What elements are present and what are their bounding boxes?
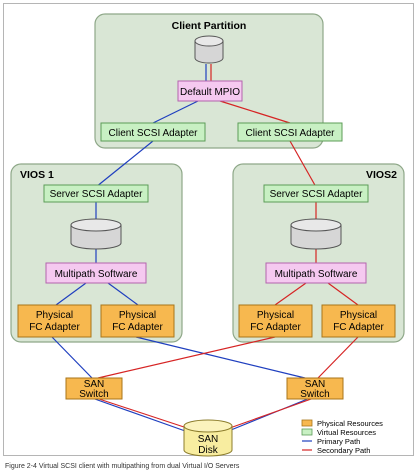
vios2-fc-adapter-left-line1: Physical bbox=[257, 310, 294, 321]
vios1-multipath-software-box bbox=[45, 262, 147, 284]
vios1-fc-adapter-left-line2: FC Adapter bbox=[29, 322, 80, 333]
vios1-partition-title: VIOS 1 bbox=[20, 169, 54, 181]
vios2-server-scsi-adapter-label: Server SCSI Adapter bbox=[270, 189, 363, 200]
primary-path-mpio-adapter bbox=[152, 100, 199, 124]
secondary-path-vios2-mp-fc2 bbox=[327, 282, 359, 306]
san-disk-line1: SAN bbox=[198, 434, 219, 445]
primary-path-fc2-right-switch bbox=[135, 336, 306, 379]
client-scsi-adapter-left-label: Client SCSI Adapter bbox=[109, 128, 199, 139]
secondary-path-fc2-right-switch bbox=[317, 336, 359, 379]
san-switch-right-line2: Switch bbox=[300, 389, 329, 400]
vios1-server-scsi-adapter bbox=[43, 184, 149, 203]
vios1-disk-icon bbox=[70, 218, 122, 250]
legend-physical-label: Physical Resources bbox=[317, 419, 383, 428]
vios2-partition-box bbox=[232, 163, 405, 343]
client-partition-title: Client Partition bbox=[172, 20, 247, 32]
client-scsi-adapter-right-label: Client SCSI Adapter bbox=[246, 128, 336, 139]
vios2-fc-adapter-right-line1: Physical bbox=[340, 310, 377, 321]
san-disk-line2: Disk bbox=[198, 445, 218, 456]
secondary-path-client-vios2 bbox=[289, 140, 317, 188]
vios1-fc-adapter-left bbox=[17, 304, 92, 338]
legend-virtual-label: Virtual Resources bbox=[317, 428, 376, 437]
san-switch-left-line2: Switch bbox=[79, 389, 108, 400]
san-switch-right-line1: SAN bbox=[305, 379, 326, 390]
default-mpio-box bbox=[177, 80, 243, 102]
vios2-multipath-software-label: Multipath Software bbox=[275, 269, 358, 280]
default-mpio-label: Default MPIO bbox=[180, 87, 240, 98]
primary-path-left-switch-disk bbox=[91, 397, 189, 433]
vios2-fc-adapter-right bbox=[321, 304, 396, 338]
vios2-multipath-software-box bbox=[265, 262, 367, 284]
secondary-path-fc1-left-switch bbox=[97, 336, 276, 379]
client-scsi-adapter-right bbox=[237, 122, 343, 142]
client-disk-icon bbox=[194, 35, 224, 64]
vios2-fc-adapter-left-line2: FC Adapter bbox=[250, 322, 301, 333]
vios1-fc-adapter-right-line2: FC Adapter bbox=[112, 322, 163, 333]
secondary-path-right-switch-disk bbox=[226, 397, 315, 430]
vios1-fc-adapter-right-line1: Physical bbox=[119, 310, 156, 321]
secondary-path-mpio-adapter bbox=[219, 100, 291, 124]
vios2-disk-icon bbox=[290, 218, 342, 250]
vios1-multipath-software-label: Multipath Software bbox=[55, 269, 138, 280]
vios2-partition-title: VIOS2 bbox=[366, 169, 397, 181]
primary-path-client-vios1 bbox=[95, 140, 154, 188]
secondary-path-left-switch-disk bbox=[95, 397, 191, 430]
figure-caption: Figure 2-4 Virtual SCSI client with mult… bbox=[5, 463, 240, 470]
vios2-server-scsi-adapter bbox=[263, 184, 369, 203]
primary-path-right-switch-disk bbox=[225, 397, 311, 433]
legend-virtual-swatch bbox=[301, 428, 313, 436]
vios2-fc-adapter-right-line2: FC Adapter bbox=[333, 322, 384, 333]
san-switch-left-line1: SAN bbox=[84, 379, 105, 390]
primary-path-fc1-left-switch bbox=[51, 336, 93, 379]
primary-path-vios1-mp-fc2 bbox=[107, 282, 139, 306]
legend-physical-swatch bbox=[301, 419, 313, 427]
legend-secondary-label: Secondary Path bbox=[317, 446, 370, 455]
secondary-path-vios2-mp-fc1 bbox=[274, 282, 307, 306]
client-scsi-adapter-left bbox=[100, 122, 206, 142]
vios1-fc-adapter-left-line1: Physical bbox=[36, 310, 73, 321]
legend-primary-label: Primary Path bbox=[317, 437, 360, 446]
legend: Physical Resources Virtual Resources Pri… bbox=[301, 419, 383, 455]
vios2-fc-adapter-left bbox=[238, 304, 313, 338]
vios1-fc-adapter-right bbox=[100, 304, 175, 338]
san-switch-left bbox=[65, 377, 123, 400]
san-disk-icon bbox=[183, 419, 233, 457]
vios1-server-scsi-adapter-label: Server SCSI Adapter bbox=[50, 189, 143, 200]
san-switch-right bbox=[286, 377, 344, 400]
primary-path-vios1-mp-fc1 bbox=[55, 282, 87, 306]
